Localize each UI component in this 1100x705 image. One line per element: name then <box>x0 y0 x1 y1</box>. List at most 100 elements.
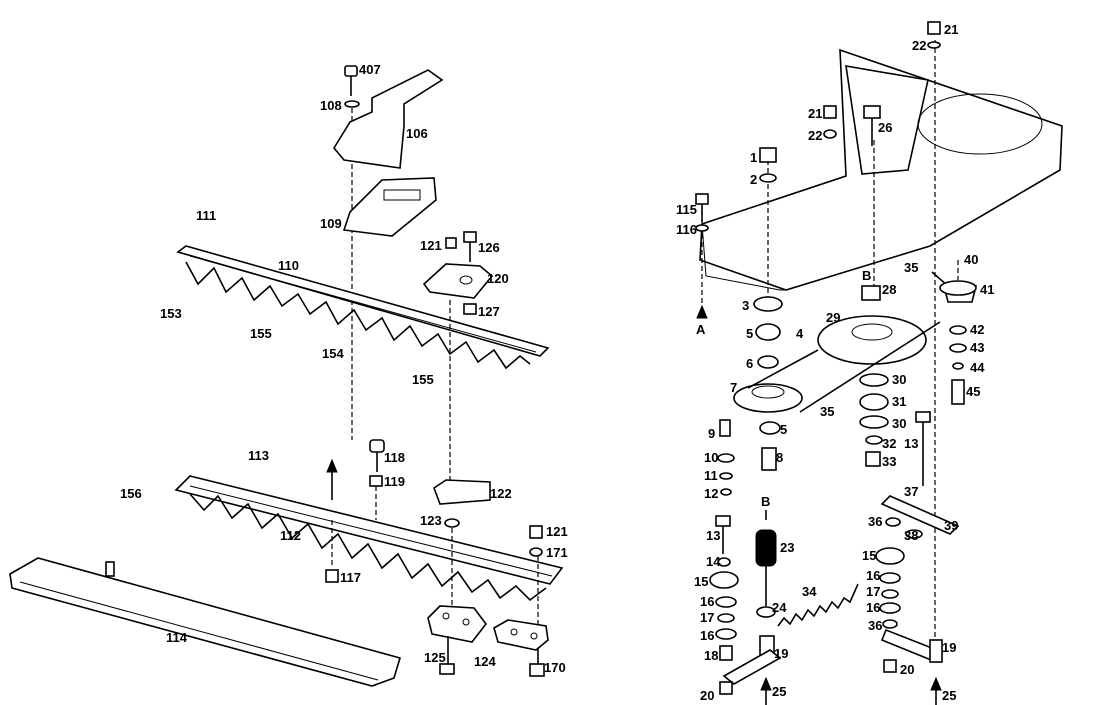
label-30b: 30 <box>892 416 906 431</box>
guide-122 <box>433 479 491 505</box>
label-118: 118 <box>384 450 405 465</box>
label-15b: 15 <box>862 548 876 563</box>
label-153: 153 <box>160 306 182 321</box>
label-B2: B <box>761 494 770 509</box>
label-40: 40 <box>964 252 978 267</box>
bracket-106 <box>333 69 444 169</box>
part-labels: 407 108 106 109 111 110 153 155 154 155 … <box>120 22 994 703</box>
label-4: 4 <box>796 326 804 341</box>
pulley-29 <box>817 315 927 365</box>
label-111: 111 <box>196 208 216 223</box>
spring-34 <box>777 583 859 627</box>
label-110: 110 <box>278 258 299 273</box>
label-22b: 22 <box>808 128 822 143</box>
label-156: 156 <box>120 486 142 501</box>
label-116: 116 <box>676 222 697 237</box>
label-115: 115 <box>676 202 697 217</box>
label-18: 18 <box>704 648 718 663</box>
label-121b: 121 <box>546 524 568 539</box>
label-25a: 25 <box>772 684 786 699</box>
label-11: 11 <box>704 468 718 483</box>
label-44: 44 <box>970 360 985 375</box>
label-6: 6 <box>746 356 753 371</box>
label-33: 33 <box>882 454 896 469</box>
label-122: 122 <box>490 486 512 501</box>
label-16a: 16 <box>700 594 714 609</box>
label-124: 124 <box>474 654 496 669</box>
label-154: 154 <box>322 346 344 361</box>
label-16b: 16 <box>866 568 880 583</box>
clamp-plate-124b <box>493 619 549 651</box>
label-21a: 21 <box>944 22 958 37</box>
blade-bar-112 <box>174 475 564 602</box>
label-29: 29 <box>826 310 840 325</box>
label-155a: 155 <box>250 326 272 341</box>
knife-bar-110 <box>176 245 550 370</box>
label-36a: 36 <box>868 514 882 529</box>
pulley-7 <box>733 383 803 413</box>
label-3: 3 <box>742 298 749 313</box>
label-125: 125 <box>424 650 446 665</box>
label-9: 9 <box>708 426 715 441</box>
nut-117 <box>325 569 339 583</box>
label-123: 123 <box>420 513 442 528</box>
label-16c: 16 <box>700 628 714 643</box>
label-126: 126 <box>478 240 500 255</box>
label-20b: 20 <box>900 662 914 677</box>
label-7: 7 <box>730 380 737 395</box>
label-25b: 25 <box>942 688 956 703</box>
label-108: 108 <box>320 98 342 113</box>
label-16d: 16 <box>866 600 880 615</box>
label-35a: 35 <box>904 260 918 275</box>
label-106: 106 <box>406 126 428 141</box>
label-1: 1 <box>750 150 757 165</box>
label-21b: 21 <box>808 106 822 121</box>
label-37: 37 <box>904 484 918 499</box>
label-155b: 155 <box>412 372 434 387</box>
label-407: 407 <box>359 62 381 77</box>
label-8: 8 <box>776 450 783 465</box>
label-5a: 5 <box>746 326 753 341</box>
label-12: 12 <box>704 486 718 501</box>
bolt-118 <box>369 439 385 487</box>
label-31: 31 <box>892 394 906 409</box>
plate-109 <box>342 177 437 237</box>
label-45: 45 <box>966 384 980 399</box>
guard-114 <box>9 557 402 687</box>
label-41: 41 <box>980 282 994 297</box>
label-14: 14 <box>706 554 721 569</box>
label-119: 119 <box>384 474 405 489</box>
label-13b: 13 <box>706 528 720 543</box>
label-19a: 19 <box>774 646 788 661</box>
label-A: A <box>327 460 337 475</box>
label-2: 2 <box>750 172 757 187</box>
label-32: 32 <box>882 436 896 451</box>
label-114: 114 <box>166 630 188 645</box>
label-Ar: A <box>696 322 706 337</box>
right-assembly <box>695 21 1063 705</box>
label-171: 171 <box>546 545 568 560</box>
label-30a: 30 <box>892 372 906 387</box>
label-36b: 36 <box>868 618 882 633</box>
label-35b: 35 <box>820 404 834 419</box>
label-120: 120 <box>487 271 509 286</box>
label-5b: 5 <box>780 422 787 437</box>
label-34: 34 <box>802 584 817 599</box>
label-24: 24 <box>772 600 787 615</box>
clamp-plate-124a <box>427 605 488 643</box>
bolt-125 <box>439 636 455 675</box>
bolt-407 <box>344 65 360 108</box>
label-17b: 17 <box>866 584 880 599</box>
label-17a: 17 <box>700 610 714 625</box>
label-39: 39 <box>944 518 958 533</box>
label-112: 112 <box>280 528 301 543</box>
label-28: 28 <box>882 282 896 297</box>
deck-frame <box>699 48 1063 291</box>
label-170: 170 <box>544 660 566 675</box>
label-109: 109 <box>320 216 342 231</box>
label-43: 43 <box>970 340 984 355</box>
bolt-170 <box>529 525 545 677</box>
label-113: 113 <box>248 448 269 463</box>
label-121a: 121 <box>420 238 442 253</box>
